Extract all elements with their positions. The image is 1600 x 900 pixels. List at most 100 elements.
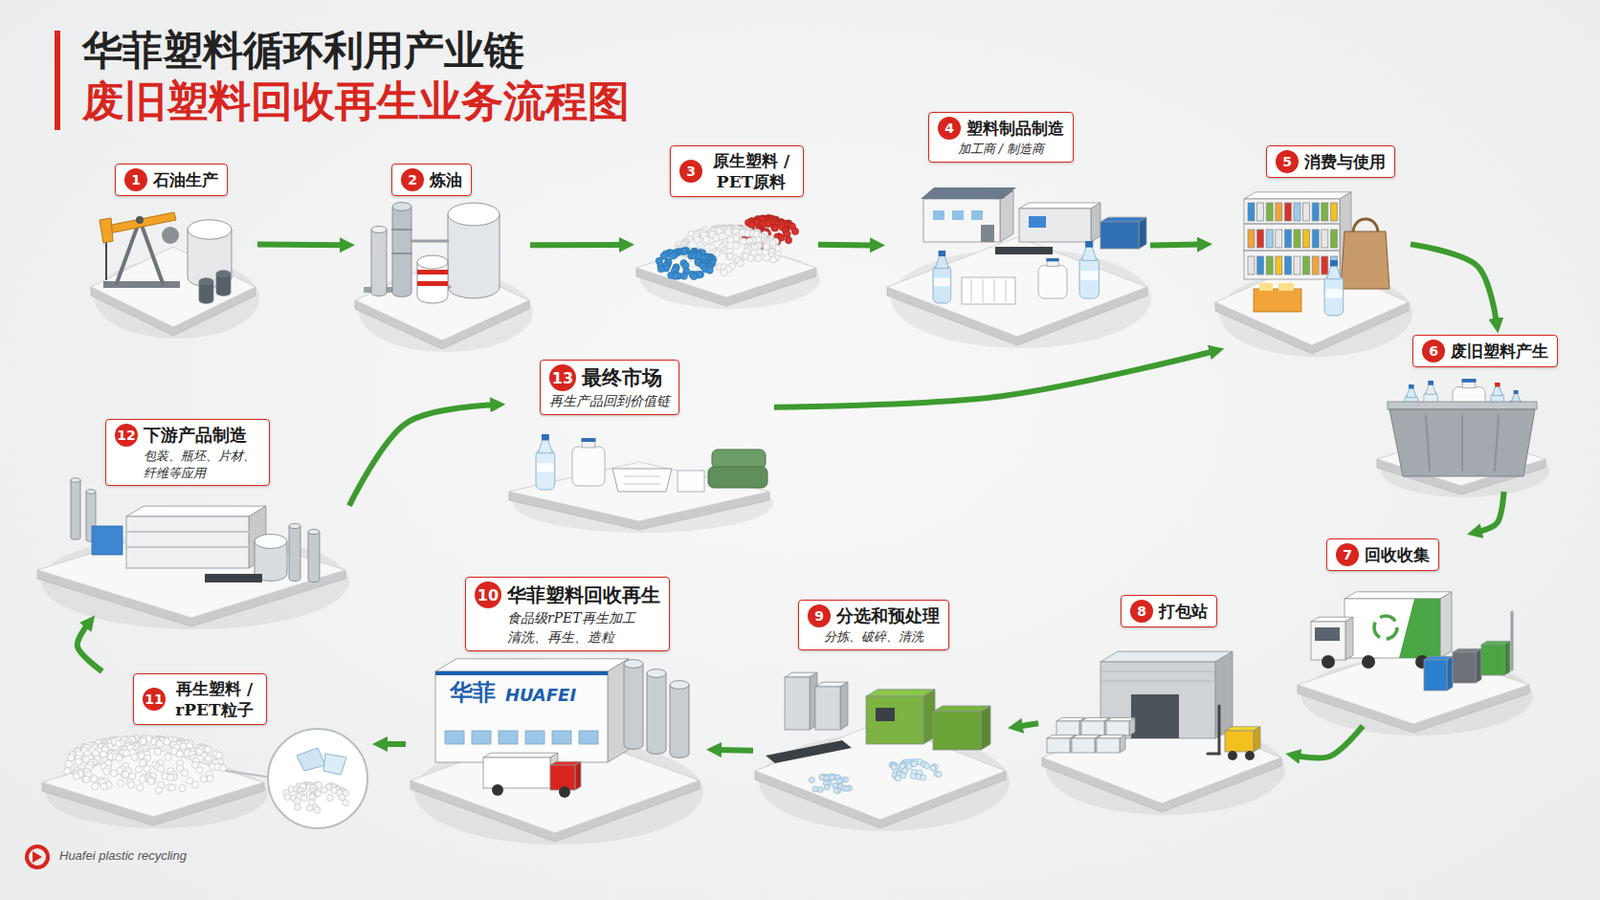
step-title: 最终市场 [581, 364, 663, 391]
jug-cap [581, 438, 597, 443]
washer-side [980, 706, 991, 751]
tower [371, 229, 387, 297]
callout-number: 9 [807, 604, 831, 628]
pellet [893, 775, 900, 781]
step-title: 回收收集 [1364, 544, 1430, 566]
pellet [65, 760, 72, 768]
pellet [138, 776, 146, 783]
truck-body-top [1344, 592, 1452, 600]
process-step: 13最终市场再生产品回到价值链 [505, 357, 775, 518]
shelf-item [1257, 229, 1265, 248]
process-step: 10华菲塑料回收再生食品级rPET再生加工清洗、再生、造粒 [405, 575, 707, 845]
pellet [894, 776, 901, 782]
flow-arrow [1478, 491, 1505, 533]
blue-machine-side [1138, 217, 1147, 249]
truck-stripe [1399, 599, 1441, 659]
pellet [828, 775, 835, 781]
pellet [164, 754, 172, 761]
flow-arrow [774, 351, 1214, 407]
shredder [866, 696, 924, 745]
label-box: 6废旧塑料产生 [1412, 334, 1558, 368]
process-step: 4塑料制品制造加工商 / 制造商 [885, 110, 1151, 344]
pellet [293, 803, 301, 811]
label-row: 8打包站 [1130, 600, 1208, 623]
conveyor [995, 246, 1053, 255]
extruder [126, 516, 249, 569]
recycle-bin-side [1504, 641, 1511, 676]
flow-arrow [1150, 242, 1201, 249]
blue-machine [1100, 222, 1139, 249]
label-row: 1石油生产 [124, 168, 219, 192]
step-title: 下游产品制造 [143, 423, 247, 446]
pellet [284, 794, 291, 801]
warehouse-door [1131, 694, 1179, 739]
label-row: 6废旧塑料产生 [1422, 339, 1549, 363]
pellet [657, 266, 665, 273]
logo [26, 846, 48, 868]
column-top [308, 529, 320, 534]
silo-top [623, 660, 644, 669]
label-row: 12下游产品制造 [114, 423, 261, 447]
shelf-item [1247, 256, 1255, 275]
window [971, 210, 983, 221]
label-row: 9分选和预处理 [807, 604, 940, 628]
pipe [1461, 415, 1464, 471]
pellet [100, 783, 108, 791]
jug-cap [1045, 258, 1059, 262]
step-detail: 分拣、破碎、清洗 [807, 628, 940, 646]
bale-side [1119, 734, 1126, 754]
bottle-cap [541, 434, 550, 441]
bottle-neck [1326, 266, 1341, 280]
bale [1056, 721, 1080, 736]
pellet [99, 751, 107, 758]
pellet [123, 750, 131, 757]
step-title: 消费与使用 [1304, 151, 1386, 173]
step-detail: 包装、瓶坯、片材、 纤维等应用 [114, 447, 261, 482]
shelf-item [1275, 256, 1283, 275]
pellet [690, 272, 698, 280]
shelf-item [1284, 229, 1291, 248]
pellet [784, 236, 792, 244]
bale [1046, 738, 1070, 754]
bottle-cap [938, 250, 946, 257]
barrel-top [199, 278, 214, 286]
bale [1071, 738, 1095, 754]
pellet [103, 768, 111, 776]
crate-item [1278, 283, 1294, 291]
pellet [920, 775, 927, 781]
truck-cab [550, 765, 576, 791]
bottle-body [1324, 275, 1344, 316]
inset-circle [267, 729, 368, 829]
pellet [196, 766, 203, 774]
pumpjack-base [103, 281, 180, 289]
pellet [134, 766, 142, 774]
recycle-symbol [1374, 616, 1398, 640]
label-box: 10华菲塑料回收再生食品级rPET再生加工清洗、再生、造粒 [465, 577, 670, 652]
shelf-item [1284, 202, 1291, 222]
bottle-neck [1081, 246, 1097, 261]
shelf-item [1247, 202, 1255, 222]
wheel [1227, 751, 1238, 761]
machine-side [1090, 202, 1101, 243]
bottle-neck [934, 256, 949, 269]
pellet [91, 783, 99, 791]
platform-top [509, 462, 770, 522]
label-row: 2炼油 [400, 168, 463, 192]
logo-arrow [32, 851, 43, 864]
tower-ring [392, 252, 412, 255]
wheel [558, 786, 571, 799]
pellet [72, 773, 80, 780]
pellet [176, 751, 183, 758]
pellet [769, 256, 777, 264]
shelf-item [1330, 202, 1337, 222]
label-row: 7回收收集 [1335, 543, 1430, 567]
pumpjack-leg [139, 220, 163, 284]
label-row: 5消费与使用 [1275, 150, 1386, 174]
process-step: 3原生塑料 / PET原料 [634, 145, 819, 294]
step-title: 打包站 [1158, 600, 1208, 623]
pipe-column [70, 480, 81, 540]
bottle-cap [1408, 384, 1414, 389]
pellet [924, 763, 931, 770]
callout-number: 10 [474, 581, 502, 609]
silo [669, 685, 689, 758]
